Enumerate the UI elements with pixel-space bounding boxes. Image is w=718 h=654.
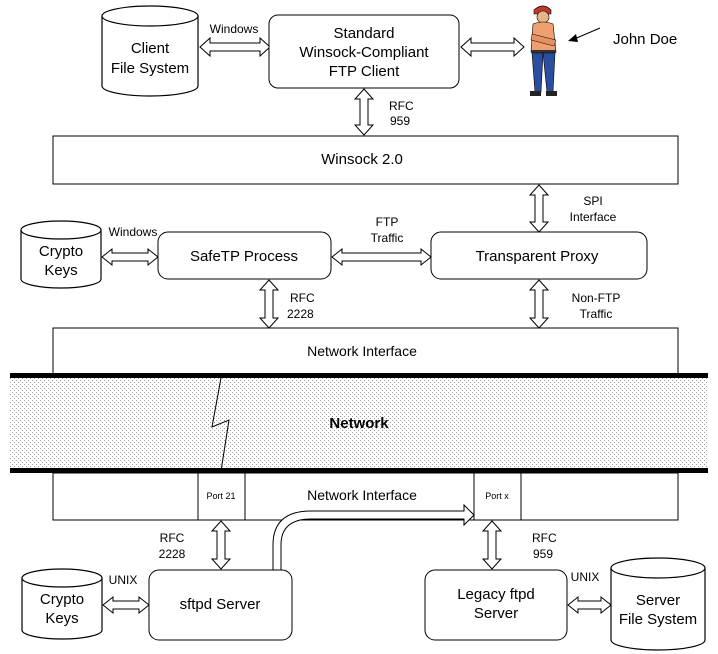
crypto-top-line2: Keys — [44, 262, 77, 279]
john-doe-label: John Doe — [613, 31, 677, 48]
arrow-proxy-ni — [528, 279, 550, 329]
rfc959-bottom-line2: 959 — [533, 547, 553, 561]
server-file-system-node: Server File System — [610, 557, 706, 651]
rfc959-bottom-line1: RFC — [532, 531, 557, 545]
ftp-client-node: Standard Winsock-Compliant FTP Client — [268, 14, 460, 89]
portx-label: Port x — [485, 491, 509, 501]
non-ftp-line2: Traffic — [580, 307, 613, 321]
arrow-crypto-safetp — [101, 247, 159, 267]
crypto-keys-top-node: Crypto Keys — [20, 220, 102, 289]
arrow-legacy-serverfs — [567, 595, 612, 615]
network-label: Network — [329, 415, 389, 432]
unix-label-left: UNIX — [109, 573, 138, 587]
client-file-system-node: Client File System — [101, 5, 199, 97]
arrow-client-user — [460, 36, 525, 58]
ftp-client-line1: Standard — [334, 25, 395, 42]
arrow-winsock-proxy — [528, 184, 550, 233]
arrow-crypto-sftpd — [102, 595, 150, 615]
portx-node: Port x — [473, 472, 522, 521]
unix-label-right: UNIX — [571, 570, 600, 584]
arrow-safetp-proxy — [331, 247, 432, 267]
crypto-keys-bottom-node: Crypto Keys — [21, 568, 103, 640]
crypto-bottom-line2: Keys — [45, 610, 78, 627]
rfc2228-top-line1: RFC — [290, 291, 315, 305]
winsock-node: Winsock 2.0 — [52, 135, 679, 185]
arrow-safetp-ni — [258, 279, 280, 329]
crypto-bottom-line1: Crypto — [40, 591, 84, 608]
arrow-port21-sftpd — [210, 520, 232, 570]
ftp-traffic-line2: Traffic — [371, 231, 404, 245]
legacy-ftpd-node: Legacy ftpd Server — [424, 569, 568, 641]
network-interface-top-node: Network Interface — [52, 327, 679, 376]
ni-bottom-label: Network Interface — [307, 487, 417, 503]
windows-label-mid: Windows — [109, 225, 158, 239]
port21-node: Port 21 — [197, 472, 246, 521]
legacy-line1: Legacy ftpd — [457, 586, 535, 603]
rfc2228-top-line2: 2228 — [287, 307, 314, 321]
sftpd-server-node: sftpd Server — [148, 569, 293, 641]
legacy-line2: Server — [474, 605, 518, 622]
server-fs-line2: File System — [619, 611, 697, 628]
rfc2228-bottom-line1: RFC — [160, 531, 185, 545]
non-ftp-line1: Non-FTP — [572, 291, 621, 305]
ni-top-label: Network Interface — [307, 343, 417, 359]
person-icon — [530, 5, 557, 96]
rfc959-top-line2: 959 — [390, 114, 410, 128]
port21-label: Port 21 — [206, 491, 235, 501]
client-fs-line1: Client — [131, 40, 170, 57]
sftpd-label: sftpd Server — [180, 596, 261, 613]
ftp-client-line3: FTP Client — [329, 63, 400, 80]
rfc2228-bottom-line2: 2228 — [159, 547, 186, 561]
spi-line1: SPI — [583, 194, 602, 208]
ftp-client-line2: Winsock-Compliant — [299, 44, 429, 61]
client-fs-line2: File System — [111, 60, 189, 77]
arrow-fs-client — [199, 36, 271, 58]
arrow-portx-legacy — [481, 520, 503, 570]
ftp-traffic-line1: FTP — [376, 215, 399, 229]
safetp-process-node: SafeTP Process — [157, 231, 332, 280]
windows-label-top: Windows — [210, 22, 259, 36]
safetp-label: SafeTP Process — [190, 248, 298, 265]
server-fs-line1: Server — [636, 592, 680, 609]
rfc959-top-line1: RFC — [389, 99, 414, 113]
proxy-label: Transparent Proxy — [476, 248, 599, 265]
arrow-client-winsock — [353, 88, 375, 136]
network-band: Network — [10, 373, 708, 473]
lightning-icon — [211, 377, 230, 472]
winsock-label: Winsock 2.0 — [321, 151, 403, 168]
spi-line2: Interface — [570, 210, 617, 224]
pointer-arrow — [568, 27, 601, 42]
crypto-top-line1: Crypto — [39, 243, 83, 260]
arrow-sftpd-portx — [272, 503, 475, 572]
transparent-proxy-node: Transparent Proxy — [430, 231, 648, 280]
